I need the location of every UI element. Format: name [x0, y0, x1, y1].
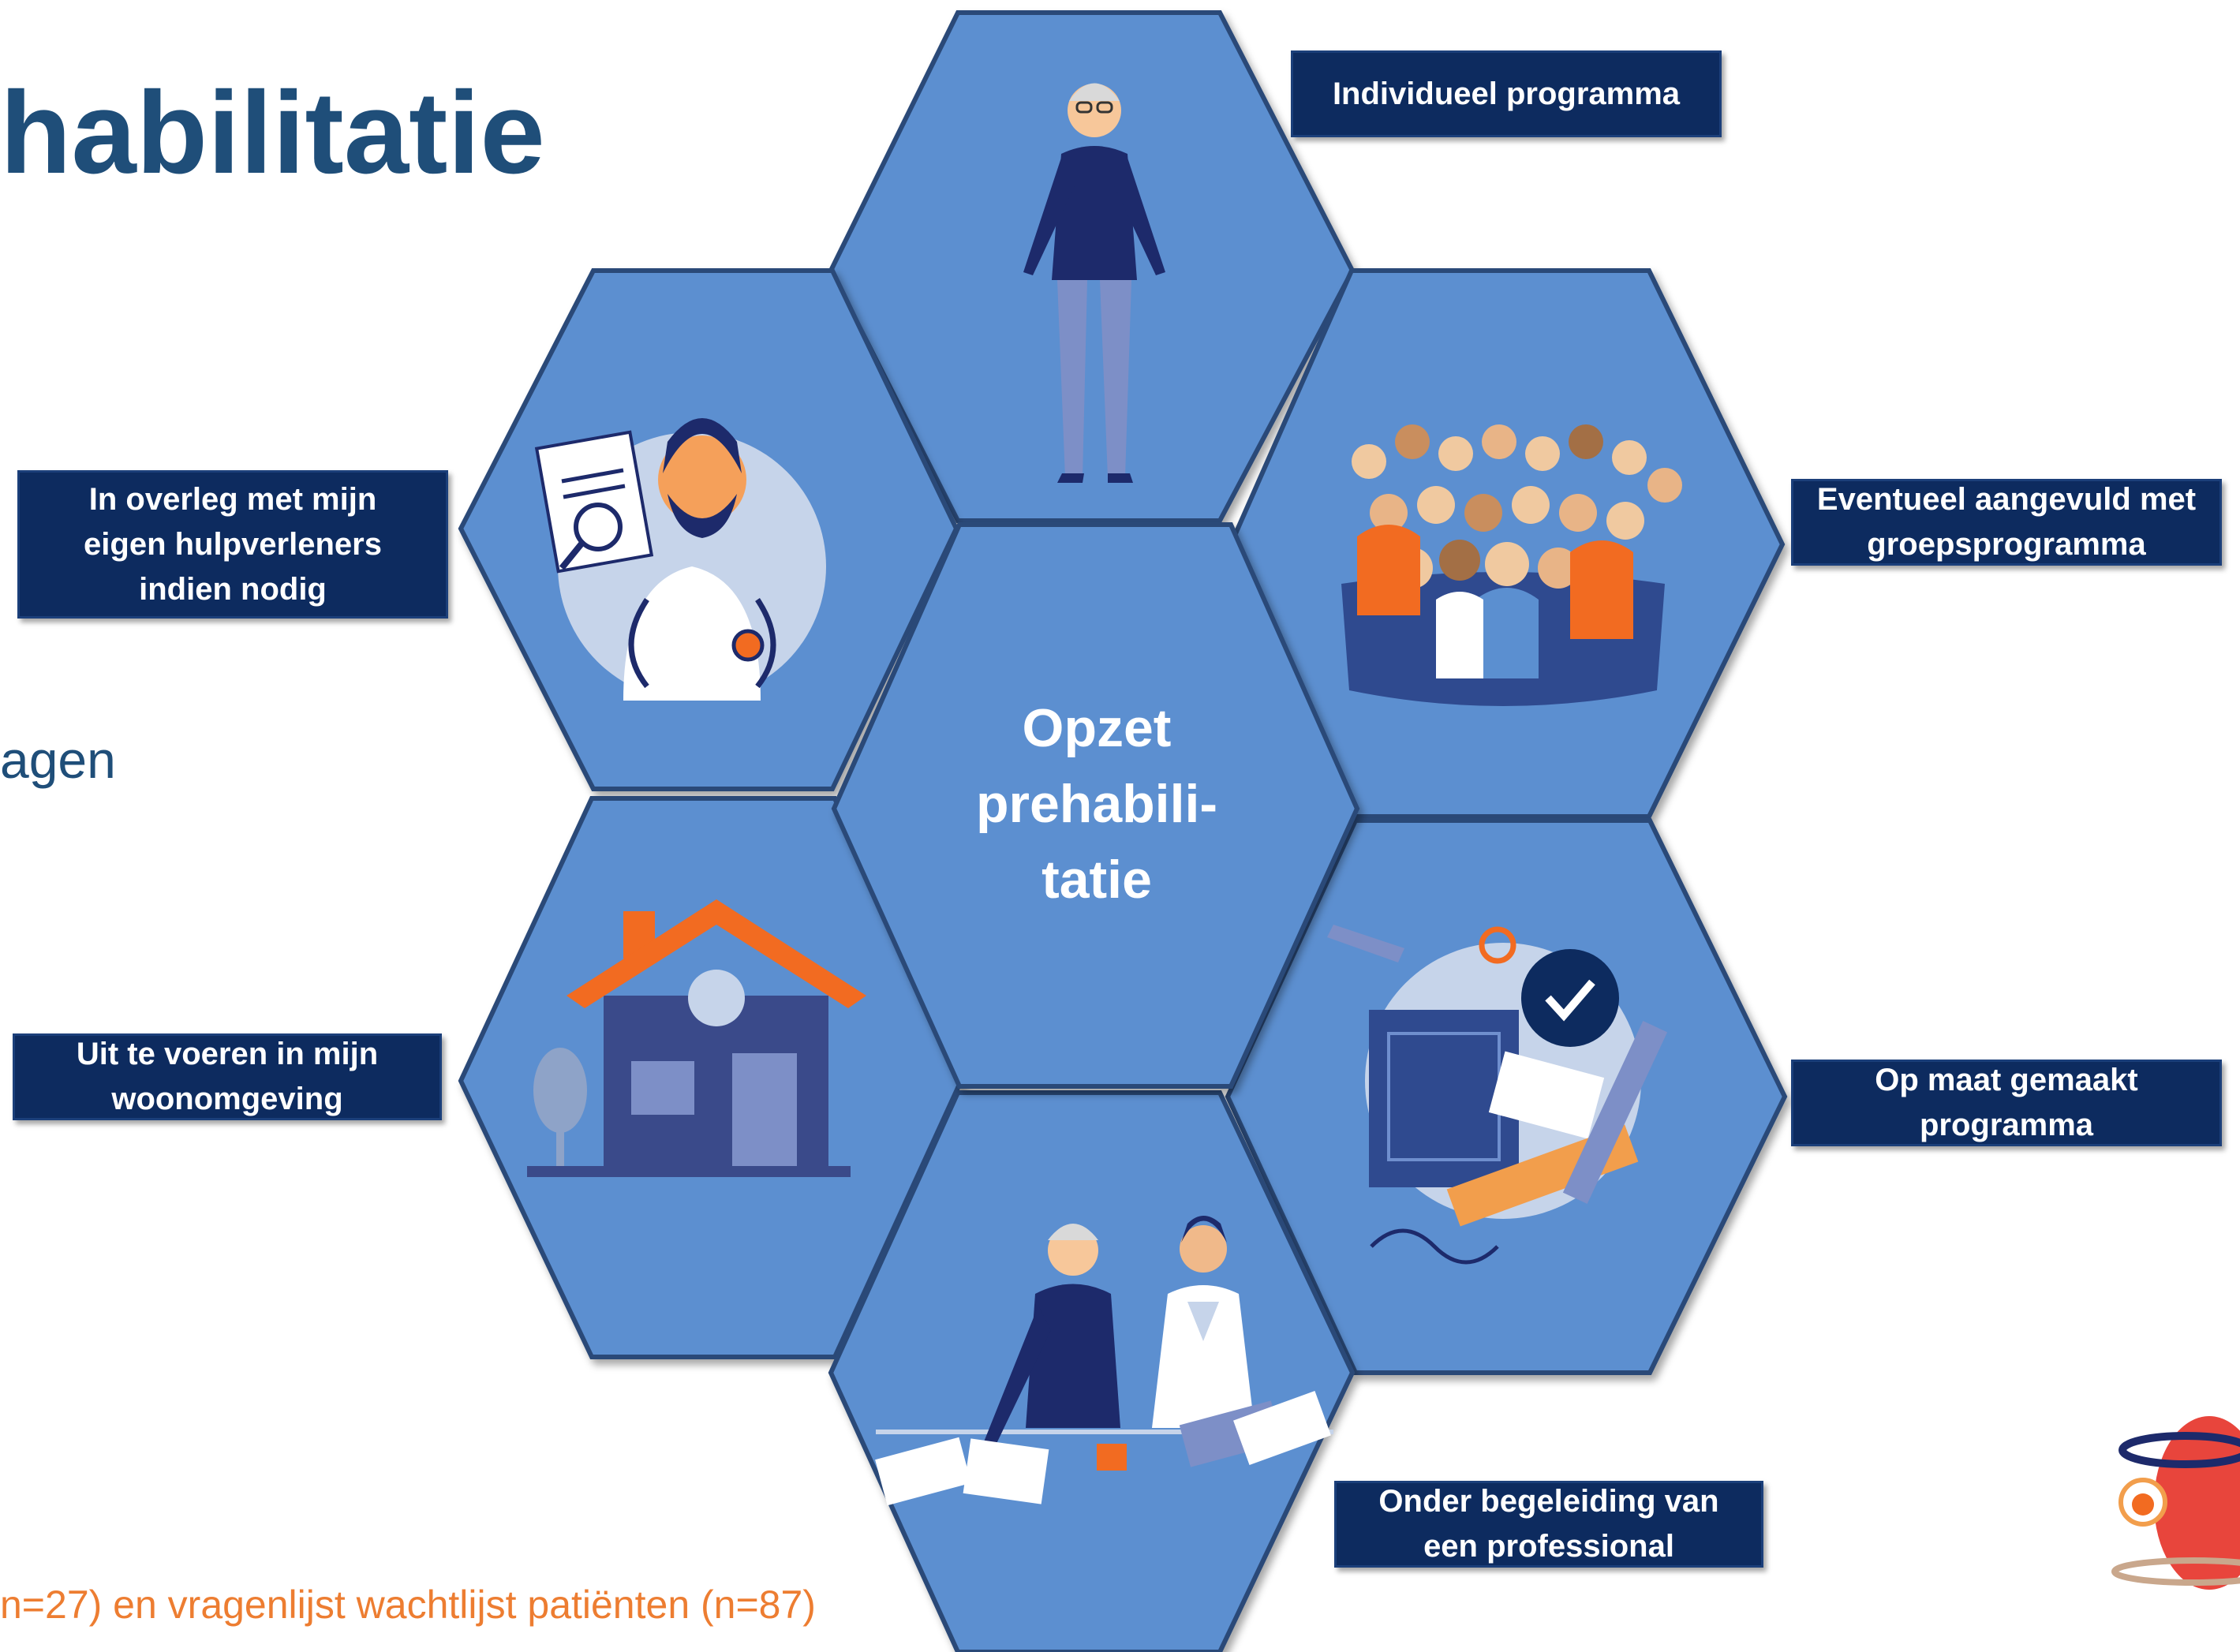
label-top: Individueel programma [1291, 50, 1722, 137]
hex-center [831, 522, 1360, 1089]
slide-title: habilitatie [0, 68, 545, 198]
label-upper-left: In overleg met mijn eigen hulpverleners … [17, 470, 448, 619]
standing-patient-icon [1023, 83, 1165, 483]
umcg-logo-icon [2111, 1416, 2240, 1590]
crowd-icon [1341, 424, 1682, 706]
label-lower-left: Uit te voeren in mijn woonomgeving [13, 1033, 442, 1120]
label-bottom: Onder begeleiding van een professional [1334, 1481, 1763, 1568]
side-text: agen [0, 731, 116, 789]
patient-with-professional-icon [875, 1216, 1333, 1506]
footnote: n=27) en vragenlijst wachtlijst patiënte… [0, 1583, 816, 1627]
label-upper-right: Eventueel aangevuld met groepsprogramma [1791, 479, 2222, 566]
center-text: Opzet prehabili- tatie [975, 698, 1218, 910]
planning-tools-icon [1327, 925, 1668, 1265]
doctor-icon [534, 418, 826, 701]
house-icon [527, 899, 866, 1177]
label-lower-right: Op maat gemaakt programma [1791, 1060, 2222, 1146]
